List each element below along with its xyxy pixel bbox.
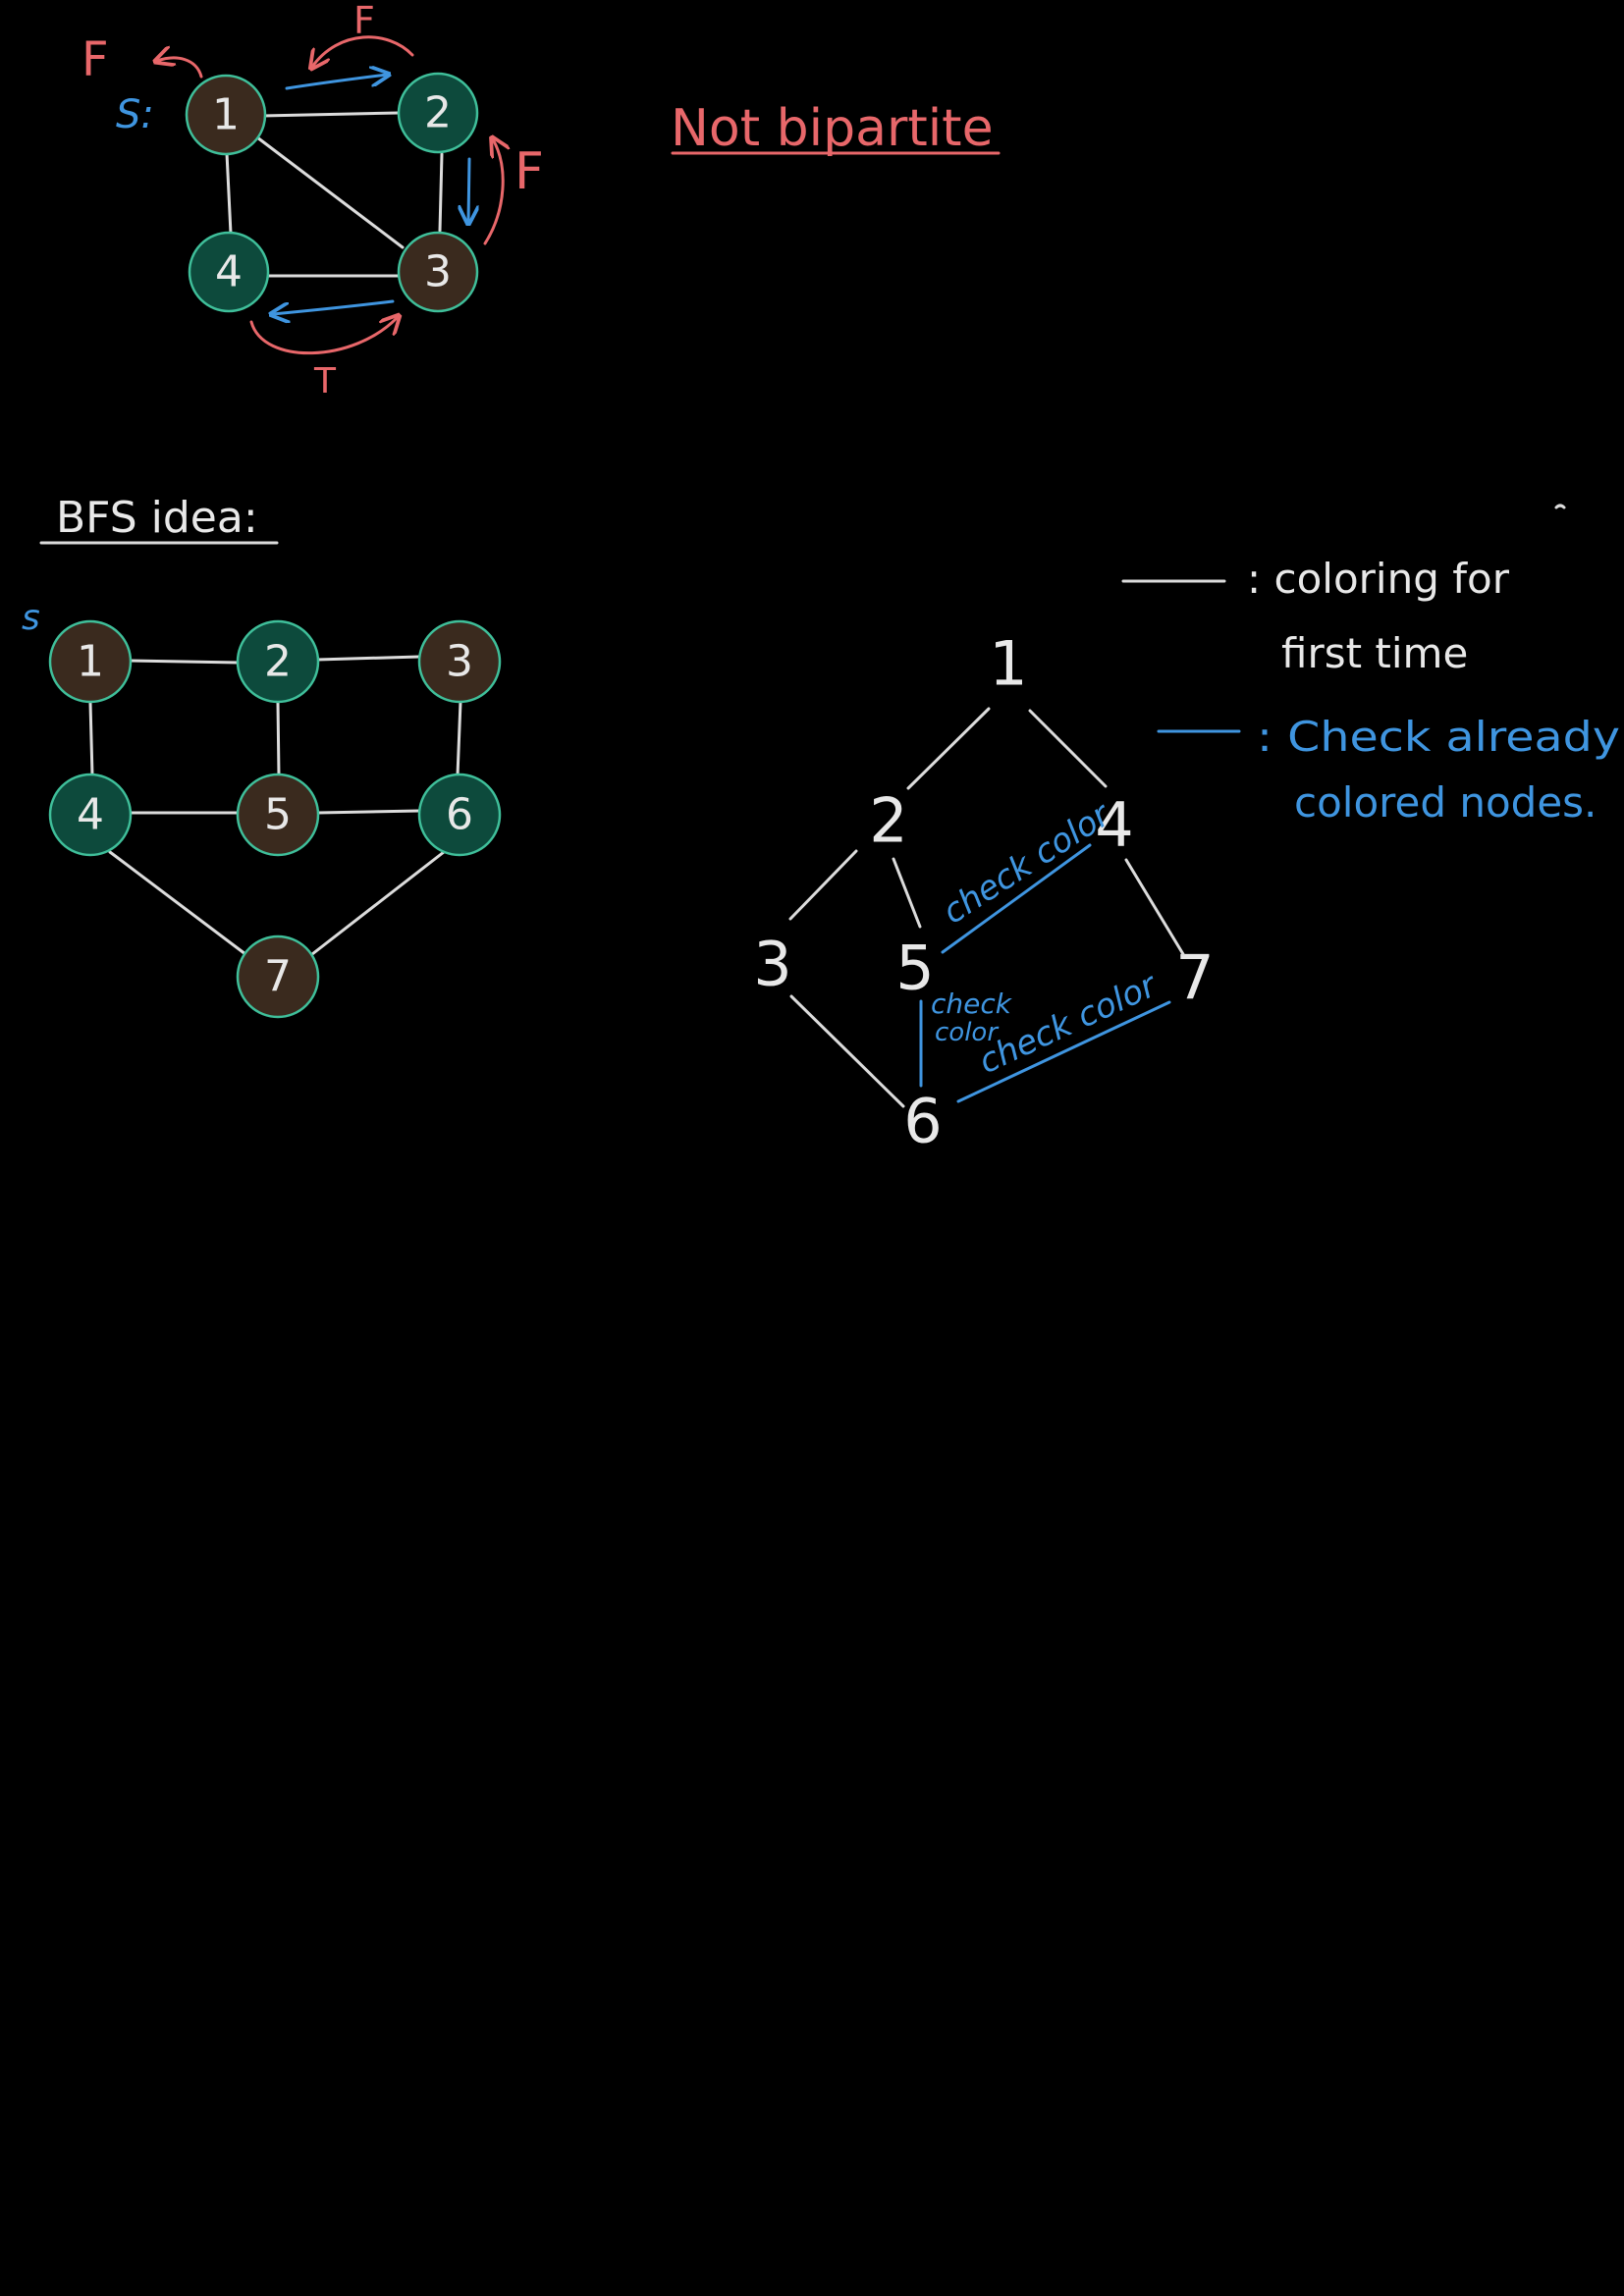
check-edge-5-4 <box>941 843 1092 954</box>
check-edge-6-7 <box>956 1000 1171 1103</box>
graph2-node-label: 4 <box>77 790 104 840</box>
blue-arrow-1-to-2-icon <box>285 75 387 90</box>
tree-edge-4-7 <box>1124 858 1185 956</box>
graph2-node-label: 3 <box>446 637 473 687</box>
legend-blue-text-1: : Check already <box>1257 713 1620 761</box>
graph2-node-label: 5 <box>264 790 292 840</box>
edge-2-5 <box>276 701 281 777</box>
graph2-node-2: 2 <box>236 619 320 704</box>
tree-edge-2-5 <box>892 857 922 929</box>
legend-blue-text-2: colored nodes. <box>1294 778 1597 827</box>
graph2-node-label: 2 <box>264 637 292 687</box>
graph-not-bipartite: 1 2 3 4 S: F F F T <box>81 0 544 401</box>
graph1-node-label: 4 <box>215 247 243 297</box>
graph2-node-label: 1 <box>77 637 104 687</box>
graph2-node-7: 7 <box>236 934 320 1019</box>
tree-node-6: 6 <box>903 1086 942 1157</box>
graph1-node-label: 3 <box>424 247 452 297</box>
graph1-node-4: 4 <box>188 231 270 313</box>
tree-edge-1-4 <box>1028 709 1108 788</box>
true-mark-bottom: T <box>313 361 337 401</box>
tree-node-5: 5 <box>895 933 934 1004</box>
blue-arrow-3-to-4-icon <box>273 299 395 314</box>
tree-node-2: 2 <box>869 785 907 857</box>
edge-2-3 <box>438 152 444 233</box>
graph1-node-1: 1 <box>185 74 267 156</box>
false-mark-left: F <box>81 32 109 87</box>
bfs-source-label: s <box>22 598 40 638</box>
check-color-label: check color <box>936 794 1118 932</box>
edge-1-2 <box>260 111 401 118</box>
stray-mark <box>1554 504 1566 509</box>
graph2-node-4: 4 <box>48 773 133 857</box>
check-small-label-bottom: color <box>935 1018 1000 1047</box>
tree-node-4: 4 <box>1095 789 1133 861</box>
legend: : coloring for first time : Check alread… <box>1121 555 1620 827</box>
edge-1-4 <box>88 701 94 777</box>
edge-6-7 <box>310 850 446 956</box>
graph1-node-label: 2 <box>424 88 452 138</box>
not-bipartite-heading: Not bipartite <box>671 99 1001 158</box>
graph2-node-3: 3 <box>417 619 502 704</box>
tree-edge-2-3 <box>788 849 858 921</box>
bfs-title: BFS idea: <box>56 493 258 543</box>
graph2-node-5: 5 <box>236 773 320 857</box>
not-bipartite-text: Not bipartite <box>671 99 994 158</box>
graph-bfs: s 1 2 3 4 5 <box>22 598 502 1019</box>
edge-3-6 <box>456 700 462 777</box>
graph1-node-label: 1 <box>212 90 240 140</box>
legend-white-text-2: first time <box>1281 629 1468 677</box>
legend-white-text-1: : coloring for <box>1247 555 1510 603</box>
false-mark-right: F <box>514 142 544 201</box>
tree-node-1: 1 <box>989 628 1027 700</box>
tree-edge-1-2 <box>906 707 991 790</box>
edge-1-3 <box>255 135 405 249</box>
graph2-node-label: 7 <box>264 952 292 1002</box>
graph2-node-6: 6 <box>417 773 502 857</box>
red-arrow-right-icon <box>483 139 503 245</box>
edge-4-7 <box>108 850 247 956</box>
false-mark-top: F <box>353 0 375 42</box>
check-small-label-top: check <box>931 988 1013 1020</box>
graph2-node-label: 6 <box>446 790 473 840</box>
red-arrow-bottom-icon <box>249 317 398 355</box>
blue-arrow-2-to-3-icon <box>468 157 469 222</box>
edge-1-2 <box>128 659 241 665</box>
tree-node-3: 3 <box>753 929 791 1000</box>
edge-2-3 <box>315 655 421 662</box>
red-arrow-left-icon <box>157 58 203 79</box>
tree-edge-3-6 <box>789 994 905 1108</box>
graph2-node-1: 1 <box>48 619 133 704</box>
edge-1-4 <box>225 151 233 236</box>
edge-5-6 <box>316 809 421 815</box>
graph1-node-2: 2 <box>397 72 479 154</box>
red-arrow-top-icon <box>312 35 414 67</box>
bfs-tree: 1 2 4 3 5 7 6 check color check color ch… <box>753 628 1214 1157</box>
bfs-heading: BFS idea: <box>39 493 279 545</box>
source-label: S: <box>116 92 154 137</box>
graph1-node-3: 3 <box>397 231 479 313</box>
check-color-label: check color <box>973 965 1164 1082</box>
